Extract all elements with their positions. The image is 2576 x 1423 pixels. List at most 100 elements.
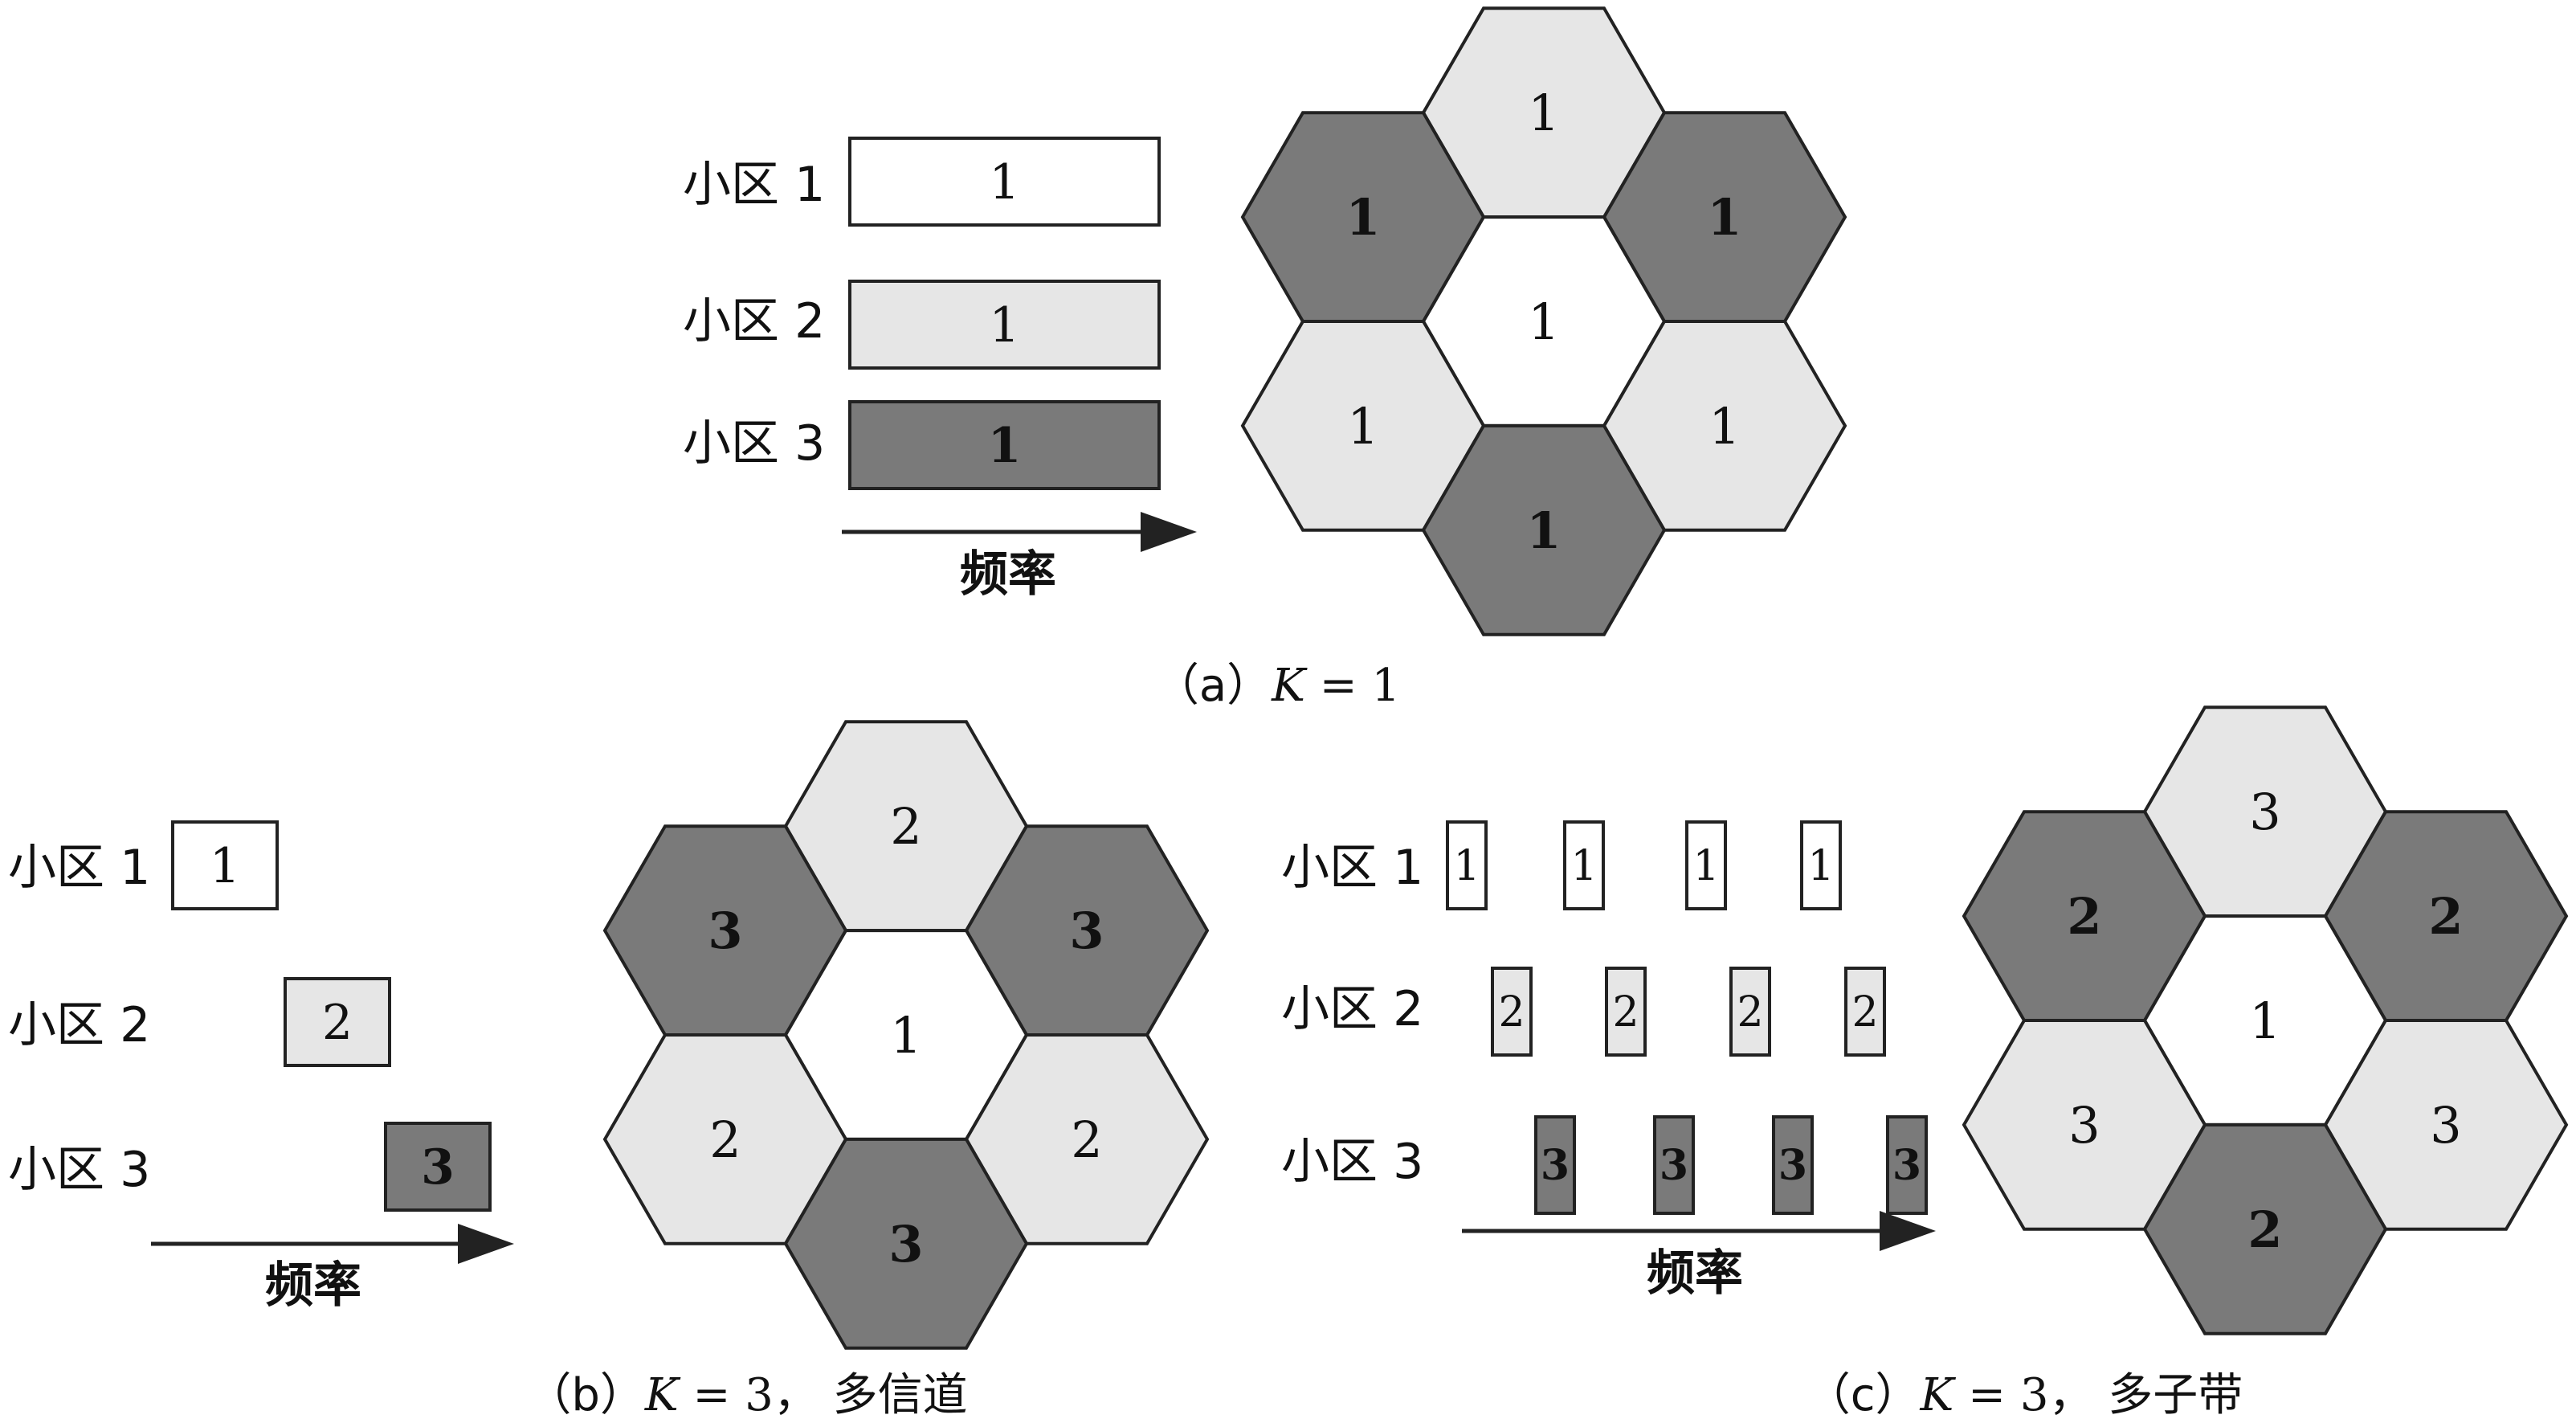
- panel-c-row-2: 小区 2 2 2 2 2: [1281, 967, 1886, 1057]
- panel-b-row-2: 小区 2 2: [8, 977, 391, 1067]
- hex-cell-label: 2: [2428, 887, 2463, 946]
- cell-label: 小区 2: [8, 997, 150, 1053]
- row-blocks: 1: [848, 137, 1161, 227]
- panel-c-row-1: 小区 1 1 1 1 1: [1281, 820, 1842, 910]
- row-blocks: 1: [171, 820, 279, 910]
- row-blocks: 2 2 2 2: [1491, 967, 1886, 1057]
- hex-cell-label: 2: [890, 797, 921, 856]
- hex-cell-bottom: [783, 1137, 1029, 1350]
- spectrum-block-label: 1: [988, 418, 1022, 474]
- spectrum-block: [171, 820, 279, 910]
- spectrum-block: [1729, 967, 1771, 1057]
- cell-label: 小区 1: [1281, 840, 1423, 896]
- spectrum-block: [848, 280, 1161, 370]
- spectrum-block: [1491, 967, 1533, 1057]
- frequency-label: 频率: [265, 1257, 361, 1314]
- spectrum-block-label: 2: [322, 995, 353, 1051]
- frequency-label: 频率: [960, 546, 1056, 603]
- spectrum-block-label: 1: [210, 838, 240, 894]
- spectrum-block-label: 1: [1453, 842, 1480, 890]
- spectrum-block-label: 2: [1737, 988, 1763, 1037]
- spectrum-block: [848, 137, 1161, 227]
- hex-cell-label: 1: [1707, 188, 1741, 247]
- hex-cell-label: 3: [888, 1215, 923, 1274]
- cell-label: 小区 1: [8, 840, 150, 896]
- panel-b-spectrum: 小区 1 1 小区 2 2 小区 3 3 频率: [8, 820, 514, 1314]
- hex-cell-label: 1: [1708, 397, 1740, 456]
- panel-a-spectrum: 小区 1 1 小区 2 1 小区 3 1 频率: [683, 137, 1197, 603]
- spectrum-block: [848, 400, 1161, 490]
- spectrum-block-label: 1: [989, 297, 1019, 354]
- hex-cell-label: 3: [1069, 902, 1104, 960]
- panel-a-row-2: 小区 2 1: [683, 280, 1161, 370]
- spectrum-block: [1446, 820, 1488, 910]
- spectrum-block-label: 3: [421, 1139, 455, 1196]
- spectrum-block-label: 2: [1498, 988, 1525, 1037]
- spectrum-block-label: 3: [1778, 1141, 1807, 1190]
- spectrum-block: [284, 977, 391, 1067]
- frequency-label: 频率: [1647, 1245, 1743, 1302]
- panel-b-hex-cluster: 2 3 3 1 2 2 3: [602, 720, 1210, 1350]
- spectrum-block-label: 3: [1541, 1141, 1570, 1190]
- panel-b: 小区 1 1 小区 2 2 小区 3 3 频率 2 3 3 1 2 2 3 （b）K = 3…: [8, 720, 1210, 1421]
- hex-cell-label: 2: [709, 1110, 741, 1169]
- panel-a-row-1: 小区 1 1: [683, 137, 1161, 227]
- hex-cell-label: 2: [2067, 887, 2101, 946]
- hex-cell-label: 1: [1528, 292, 1559, 351]
- panel-b-caption: （b）K = 3， 多信道: [526, 1369, 967, 1421]
- spectrum-block: [384, 1122, 492, 1212]
- spectrum-block-label: 3: [1892, 1141, 1921, 1190]
- spectrum-block: [1653, 1115, 1695, 1215]
- panel-a-row-3: 小区 3 1: [683, 400, 1161, 490]
- hex-cell-label: 1: [1345, 188, 1380, 247]
- spectrum-block: [1685, 820, 1727, 910]
- panel-c: 小区 1 1 1 1 1 小区 2 2 2 2 2 小区 3 3 3 3 3 频率 3 2 2 1 3 3 2…: [1281, 705, 2569, 1421]
- spectrum-block-label: 2: [1612, 988, 1639, 1037]
- hex-cell-label: 3: [708, 902, 742, 960]
- spectrum-block: [1563, 820, 1605, 910]
- row-blocks: 1 1 1 1: [1446, 820, 1842, 910]
- hex-cell-label: 1: [890, 1006, 921, 1065]
- cell-label: 小区 2: [683, 293, 825, 350]
- cell-label: 小区 2: [1281, 981, 1423, 1037]
- row-blocks: 3 3 3 3: [1534, 1115, 1928, 1215]
- hex-cell-label: 3: [2430, 1096, 2461, 1155]
- cell-label: 小区 1: [683, 157, 825, 213]
- spectrum-block-label: 1: [989, 154, 1019, 211]
- spectrum-block: [1605, 967, 1647, 1057]
- hex-cell-label: 1: [1526, 501, 1561, 560]
- panel-b-row-1: 小区 1 1: [8, 820, 279, 910]
- spectrum-block-label: 1: [1570, 842, 1597, 890]
- hex-cell-label: 3: [2068, 1096, 2100, 1155]
- panel-c-spectrum: 小区 1 1 1 1 1 小区 2 2 2 2 2 小区 3 3 3 3 3 频率: [1281, 820, 1936, 1302]
- panel-a: 小区 1 1 小区 2 1 小区 3 1 频率 1 1 1 1 1 1 1 （a）K = 1: [683, 6, 1847, 712]
- row-blocks: 1: [848, 400, 1161, 490]
- panel-a-hex-cluster: 1 1 1 1 1 1 1: [1240, 6, 1847, 636]
- cell-label: 小区 3: [8, 1142, 150, 1198]
- panel-c-caption: （c）K = 3， 多子带: [1806, 1369, 2243, 1421]
- hex-cell-bottom: [1421, 423, 1667, 636]
- row-blocks: 1: [848, 280, 1161, 370]
- panel-a-caption: （a）K = 1: [1154, 660, 1400, 712]
- spectrum-block-label: 2: [1851, 988, 1878, 1037]
- cell-label: 小区 3: [683, 415, 825, 472]
- hex-cell-label: 3: [2249, 783, 2280, 841]
- hex-cell-label: 2: [2247, 1200, 2282, 1259]
- spectrum-block-label: 3: [1659, 1141, 1688, 1190]
- spectrum-block: [1800, 820, 1842, 910]
- hex-cell-label: 1: [1528, 84, 1559, 142]
- hex-cell-label: 1: [1347, 397, 1378, 456]
- panel-c-row-3: 小区 3 3 3 3 3: [1281, 1115, 1928, 1215]
- spectrum-block-label: 1: [1692, 842, 1719, 890]
- spectrum-block: [1534, 1115, 1576, 1215]
- hex-cell-label: 2: [1071, 1110, 1102, 1169]
- row-blocks: 3: [384, 1122, 492, 1212]
- spectrum-block-label: 1: [1807, 842, 1834, 890]
- panel-b-row-3: 小区 3 3: [8, 1122, 492, 1212]
- spectrum-block: [1772, 1115, 1814, 1215]
- spectrum-block: [1844, 967, 1886, 1057]
- row-blocks: 2: [284, 977, 391, 1067]
- cell-label: 小区 3: [1281, 1134, 1423, 1190]
